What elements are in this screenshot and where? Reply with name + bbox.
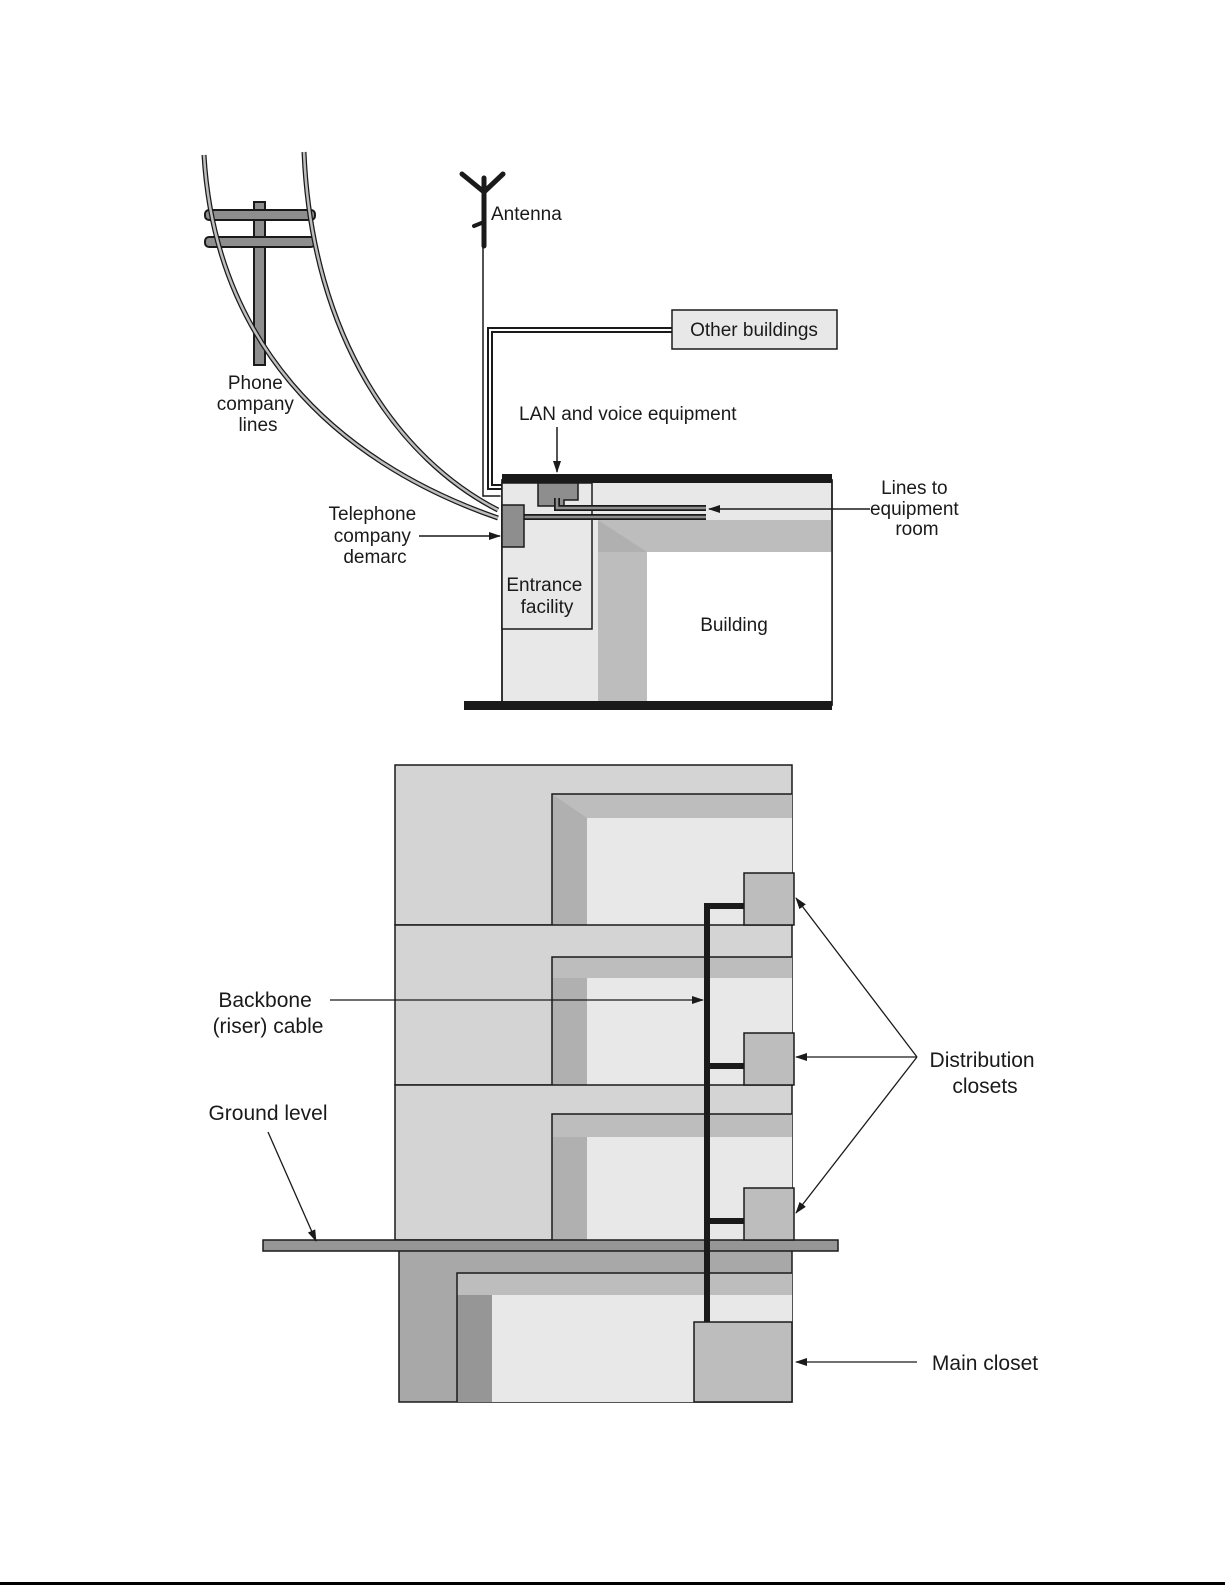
distribution-closet-2 (744, 1033, 794, 1085)
ground-level-label: Ground level (208, 1102, 327, 1125)
floor-1 (395, 1085, 792, 1240)
telephone-demarc-label: Telephone company demarc (329, 504, 422, 568)
floor-3 (395, 765, 792, 925)
main-closet (694, 1322, 792, 1402)
distribution-closet-3 (744, 873, 794, 925)
floor-2 (395, 925, 792, 1085)
other-buildings-label: Other buildings (690, 320, 818, 341)
lan-voice-equipment-label: LAN and voice equipment (519, 404, 737, 425)
backbone-cable-label: Backbone (riser) cable (213, 989, 324, 1038)
lines-to-equipment-room-label: Lines to equipment room (870, 478, 964, 540)
top-figure: Antenna Other buildings Phone company li… (204, 152, 964, 710)
building-label: Building (700, 615, 768, 636)
telephone-demarc-block (502, 505, 524, 547)
closet-3-arrow (796, 898, 917, 1057)
ground-level-arrow (268, 1132, 316, 1241)
ground-level-slab (263, 1240, 838, 1251)
antenna-label: Antenna (491, 204, 562, 225)
closet-1-arrow (796, 1057, 917, 1213)
phone-company-lines-label: Phone company lines (217, 373, 299, 436)
main-closet-label: Main closet (932, 1352, 1038, 1375)
bottom-figure: Backbone (riser) cable Ground level Dist… (208, 765, 1040, 1402)
phone-company-lines (204, 152, 498, 518)
distribution-closet-1 (744, 1188, 794, 1240)
distribution-closets-label: Distribution closets (930, 1049, 1041, 1098)
